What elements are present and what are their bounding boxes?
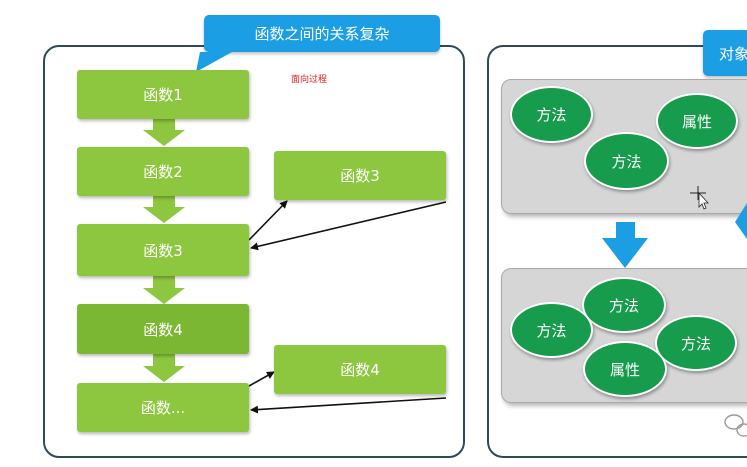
procedural-callout: 函数之间的关系复杂	[204, 15, 440, 52]
procedural-callout-title: 函数之间的关系复杂	[254, 25, 390, 43]
down-arrow-3	[143, 276, 185, 304]
function-box-3-label: 函数3	[143, 241, 183, 260]
bottom-method-oval-1-label: 方法	[608, 296, 639, 315]
object-down-arrow	[602, 222, 648, 268]
function-box-4-label: 函数4	[143, 320, 183, 339]
top-property-oval: 属性	[656, 93, 738, 149]
top-method-oval-2-label: 方法	[611, 152, 642, 171]
function-box-1-label: 函数1	[143, 86, 183, 104]
procedural-note: 面向过程	[291, 75, 328, 85]
link-side-f4-to-f5	[250, 397, 447, 414]
link-f5-to-side-f4	[248, 371, 275, 387]
top-method-oval-2: 方法	[584, 132, 669, 190]
function-box-2-label: 函数2	[143, 163, 183, 181]
down-arrow-1	[143, 118, 185, 146]
object-callout-title: 对象	[719, 44, 747, 63]
function-box-5: 函数...	[77, 383, 249, 432]
function-box-5-label: 函数...	[140, 399, 186, 417]
bottom-property-oval-label: 属性	[609, 360, 640, 379]
bottom-method-oval-2-label: 方法	[536, 321, 567, 340]
side-function-box-3-label: 函数3	[340, 167, 380, 185]
top-method-oval-1-label: 方法	[536, 106, 567, 124]
bottom-method-oval-1: 方法	[582, 277, 666, 333]
bottom-method-oval-3-label: 方法	[680, 334, 711, 353]
bottom-method-oval-3: 方法	[655, 315, 737, 371]
link-f3-to-side-f3	[248, 200, 288, 241]
object-right-arrow-partial	[735, 203, 747, 239]
object-callout: 对象	[703, 30, 747, 76]
function-box-3: 函数3	[77, 224, 249, 276]
down-arrow-2	[143, 195, 185, 223]
link-side-f3-to-f3	[250, 201, 447, 251]
function-box-1: 函数1	[77, 70, 249, 119]
top-property-oval-label: 属性	[681, 112, 712, 131]
top-method-oval-1: 方法	[510, 86, 593, 143]
down-arrow-4	[143, 354, 185, 382]
side-function-box-4: 函数4	[274, 345, 446, 394]
side-function-box-4-label: 函数4	[340, 361, 380, 379]
bottom-property-oval: 属性	[583, 341, 667, 397]
bottom-method-oval-2: 方法	[510, 302, 593, 358]
function-box-2: 函数2	[77, 147, 249, 196]
side-function-box-3: 函数3	[274, 151, 446, 200]
function-box-4: 函数4	[77, 304, 249, 354]
